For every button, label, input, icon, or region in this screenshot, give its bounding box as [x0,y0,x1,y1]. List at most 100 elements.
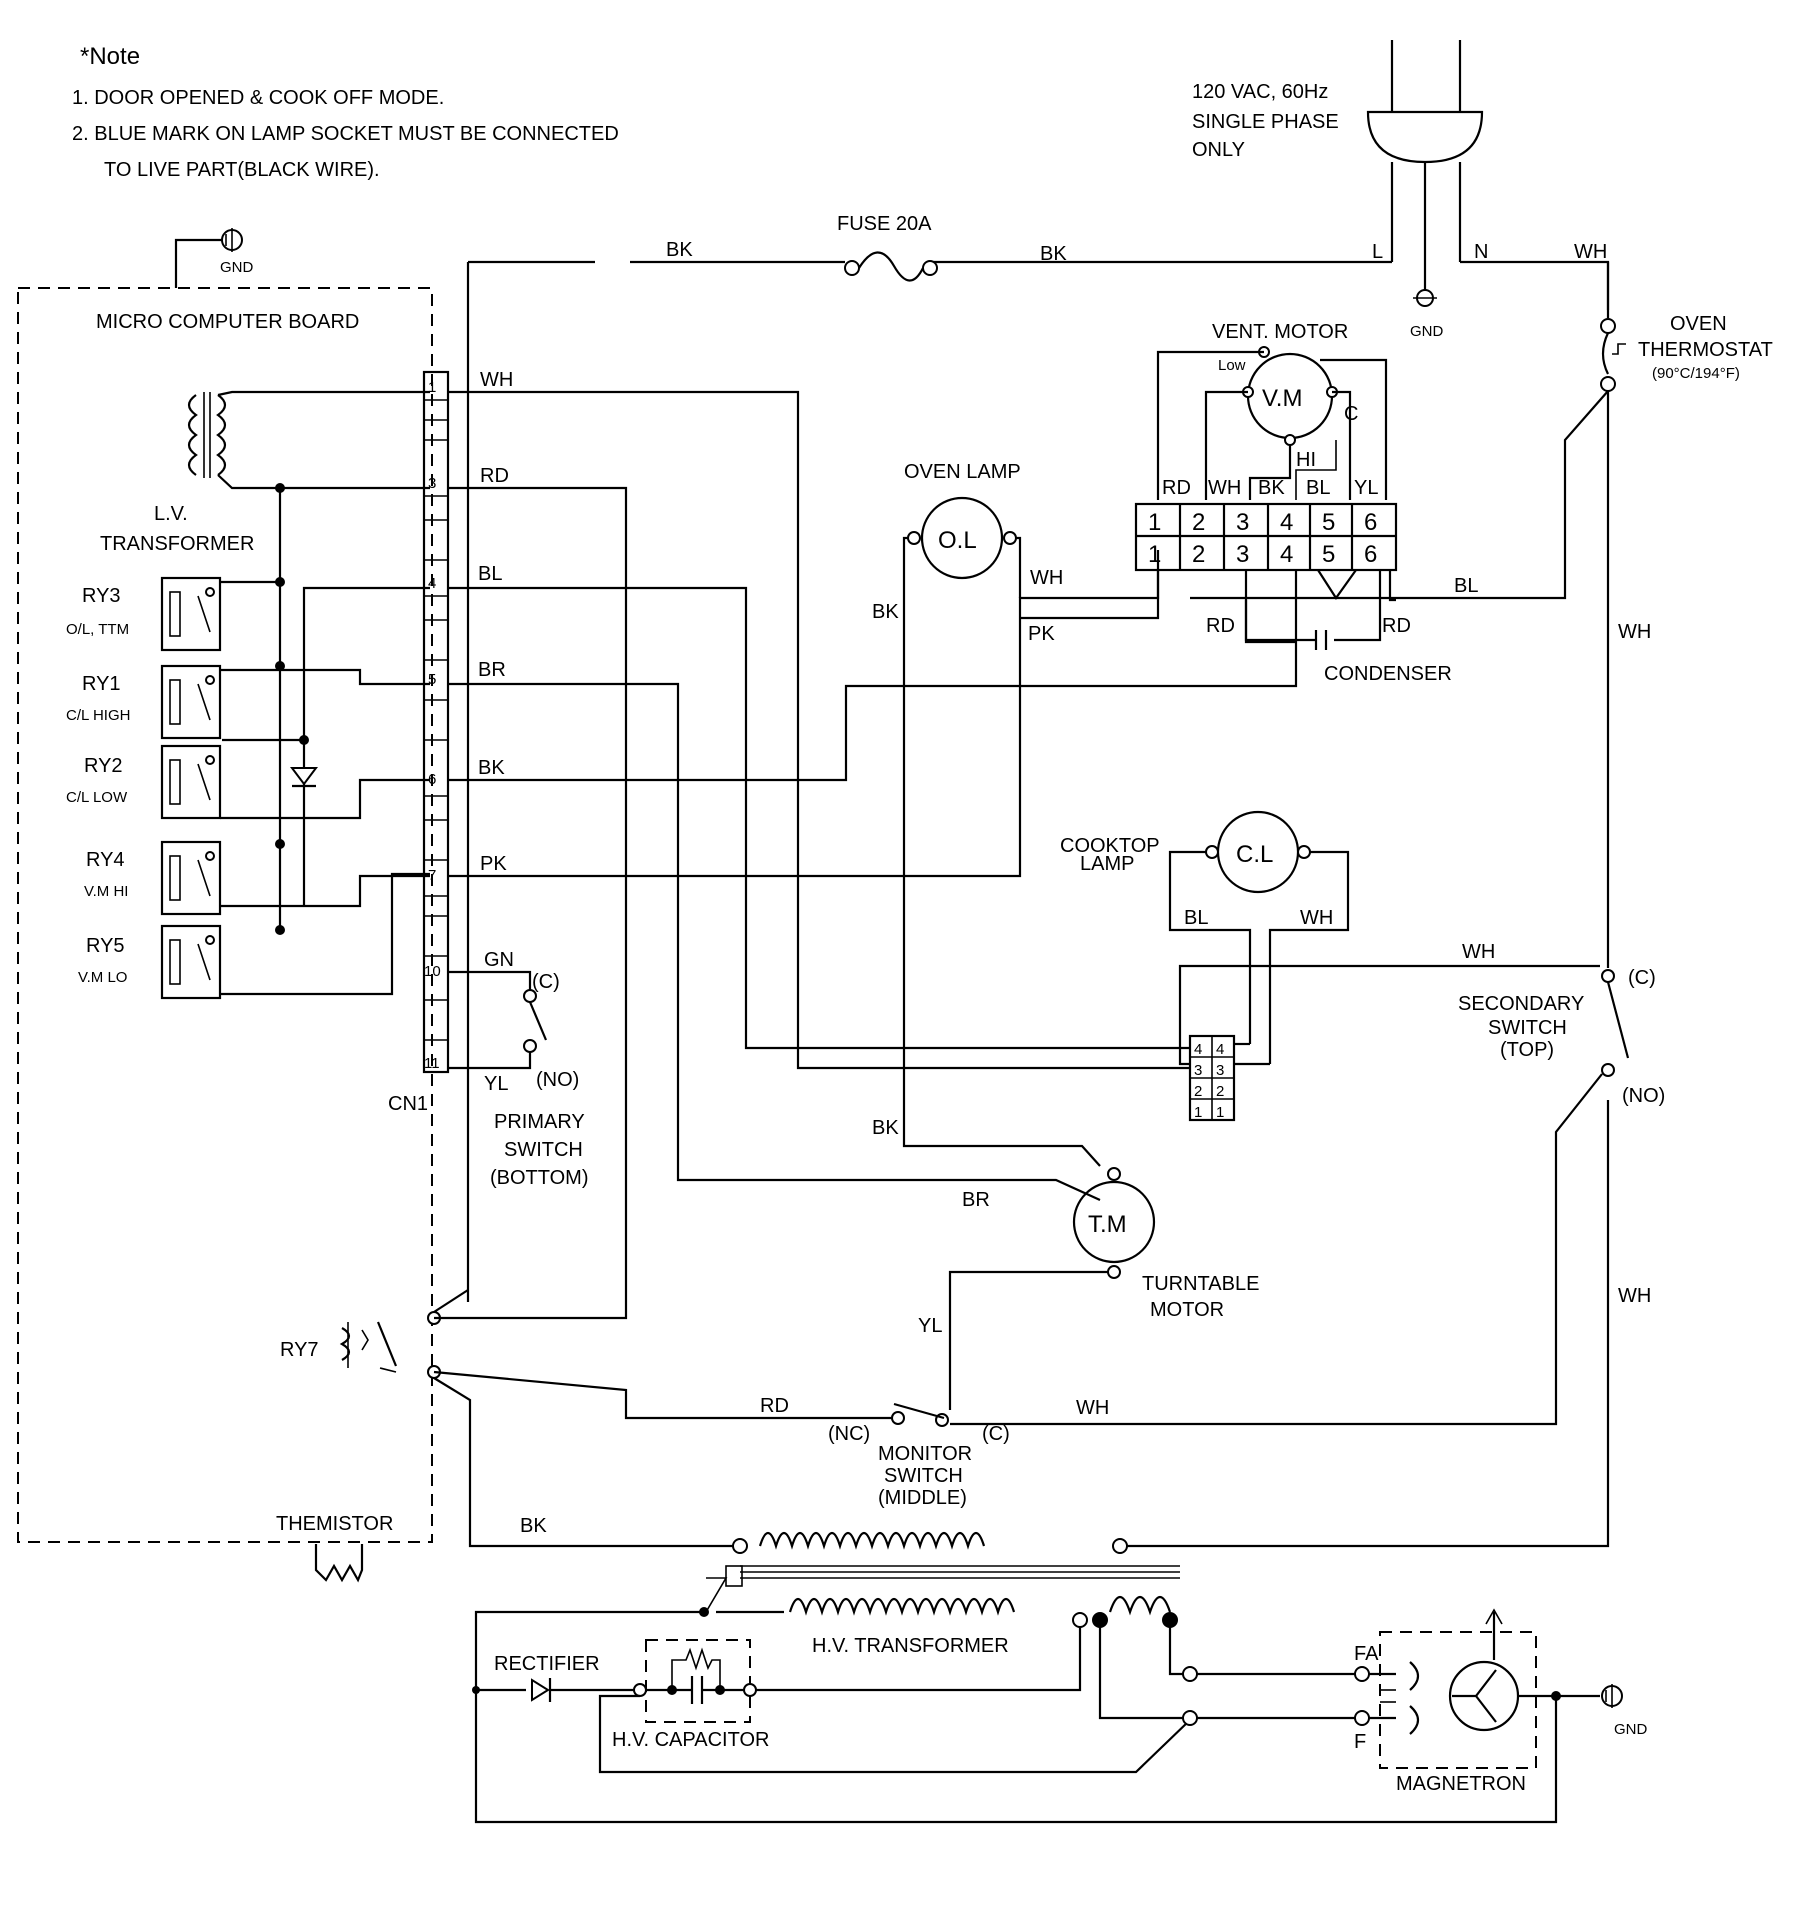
plug-icon [1366,110,1484,164]
cn1-pin-7: 7 [428,867,436,884]
thermostat-label-1: OVEN [1670,313,1727,335]
terminal-bottom-2: 2 [1192,541,1205,568]
turntable-motor-label-1: TURNTABLE [1142,1273,1259,1295]
cn1-pin-5: 5 [428,671,436,688]
relay-ry1: RY1 C/L HIGH [66,664,430,740]
vent-wire-rd: RD [1162,477,1191,499]
monitor-switch-label-1: MONITOR [878,1443,972,1465]
vent-wire-yl: YL [1354,477,1378,499]
turntable-motor-symbol: T.M [1088,1211,1127,1238]
magnetron-label: MAGNETRON [1396,1773,1526,1795]
relay-ry3: RY3 O/L, TTM [66,576,280,652]
relay-ry1-desc: C/L HIGH [66,707,130,724]
wire-br-pin5: BR [478,659,506,681]
relay-ry7: RY7 [280,1311,441,1379]
wire-yl-turntable: YL [918,1315,942,1337]
cooktop-lamp-symbol: C.L [1236,841,1273,868]
wire-pk-pin7: PK [480,853,507,875]
lv-transformer-label-2: TRANSFORMER [100,533,254,555]
primary-switch-icon [528,1001,548,1041]
oven-thermostat: OVEN THERMOSTAT (90°C/194°F) BL [1190,313,1773,600]
vent-motor-hi: HI [1296,449,1316,471]
relay-coil-icon [169,591,181,637]
terminal-top-5: 5 [1322,509,1335,536]
thermistor-label: THEMISTOR [276,1513,393,1535]
cn1-pin-11: 11 [424,1055,440,1072]
monitor-switch-c: (C) [982,1423,1010,1445]
cooktop-wire-wh: WH [1300,907,1333,929]
secondary-switch-label-1: SECONDARY [1458,993,1584,1015]
primary-switch-label-2: SWITCH [504,1139,583,1161]
power-spec-line-2: SINGLE PHASE [1192,111,1339,133]
terminal-bottom-4: 4 [1280,541,1293,568]
small-connector-left-4: 4 [1194,1041,1202,1058]
note-line-2: 2. BLUE MARK ON LAMP SOCKET MUST BE CONN… [72,123,619,145]
oven-lamp: OVEN LAMP O.L BK BK WH [872,461,1101,1167]
secondary-switch-no: (NO) [1622,1085,1665,1107]
relay-ry2-name: RY2 [84,755,123,777]
plug-gnd-label: GND [1410,323,1444,340]
small-connector-left-2: 2 [1194,1083,1202,1100]
vent-motor-c: C [1344,403,1358,425]
turntable-motor-icon [1072,1180,1156,1264]
vent-wire-bk: BK [1258,477,1285,499]
vent-wire-wh: WH [1208,477,1241,499]
small-connector-right-2: 2 [1216,1083,1224,1100]
thermostat-label-2: THERMOSTAT [1638,339,1773,361]
wire-yl-pin11: YL [484,1073,508,1095]
neutral-label: N [1474,241,1488,263]
wire-bl-pin4: BL [478,563,502,585]
small-connector-right-3: 3 [1216,1062,1224,1079]
turntable-motor-label-2: MOTOR [1150,1299,1224,1321]
condenser-label: CONDENSER [1324,663,1452,685]
monitor-switch-label-3: (MIDDLE) [878,1487,967,1509]
oven-lamp-symbol: O.L [938,527,977,554]
wire-gn-pin10: GN [484,949,514,971]
notes-block: *Note 1. DOOR OPENED & COOK OFF MODE. 2.… [72,43,619,181]
lv-transformer-coil-icon [187,394,198,476]
filament-coil-icon [1108,1595,1172,1616]
wire-wh-lower-rail: WH [1618,1285,1651,1307]
rectifier-diode-icon [531,1678,552,1702]
magnetron: FA F MAGNETRON GND [1354,1608,1648,1795]
live-label: L [1372,241,1383,263]
primary-switch-label-1: PRIMARY [494,1111,585,1133]
power-spec-line-1: 120 VAC, 60Hz [1192,81,1328,103]
note-line-1: 1. DOOR OPENED & COOK OFF MODE. [72,87,444,109]
terminal-bottom-6: 6 [1364,541,1377,568]
cooktop-wire-bl: BL [1184,907,1208,929]
vent-motor-symbol: V.M [1262,385,1302,412]
thermostat-rating: (90°C/194°F) [1652,365,1740,382]
cooktop-lamp-label-2: LAMP [1080,853,1134,875]
live-bus: BK BK [466,239,1392,1302]
lv-transformer: L.V. TRANSFORMER [100,390,430,555]
magnetron-fa-label: FA [1354,1643,1379,1665]
magnetron-gnd-label: GND [1614,1721,1648,1738]
wire-rd-pin3: RD [480,465,509,487]
wire-wh-neutral: WH [1574,241,1607,263]
turntable-motor: T.M TURNTABLE MOTOR YL [918,1167,1259,1410]
wire-pk-lamp: PK [1028,623,1055,645]
relay-ry1-name: RY1 [82,673,121,695]
hv-capacitor-label: H.V. CAPACITOR [612,1729,769,1751]
fuse: FUSE 20A [837,213,938,282]
terminal-bottom-3: 3 [1236,541,1249,568]
terminal-top-2: 2 [1192,509,1205,536]
power-spec-line-3: ONLY [1192,139,1245,161]
relay-ry2: RY2 C/L LOW [66,744,430,820]
wire-bl-thermostat: BL [1454,575,1478,597]
wire-wh-oven-lamp: WH [1030,567,1063,589]
cn1-connector: 1 3 4 5 6 7 10 11 CN1 [388,370,450,1115]
hv-primary-coil-icon [758,1531,986,1550]
vent-terminal-block: 1 2 3 4 5 6 1 2 3 4 5 6 [1020,502,1398,644]
relay-ry5-desc: V.M LO [78,969,127,986]
small-connector-left-1: 1 [1194,1104,1202,1121]
wire-bk-hv-primary: BK [520,1515,547,1537]
rectifier-label: RECTIFIER [494,1653,600,1675]
relay-ry3-desc: O/L, TTM [66,621,129,638]
hv-transformer: H.V. TRANSFORMER [699,1531,1180,1657]
vent-motor-title: VENT. MOTOR [1212,321,1348,343]
vent-motor-low: Low [1218,357,1246,374]
primary-switch-c: (C) [532,971,560,993]
relay-ry2-desc: C/L LOW [66,789,128,806]
